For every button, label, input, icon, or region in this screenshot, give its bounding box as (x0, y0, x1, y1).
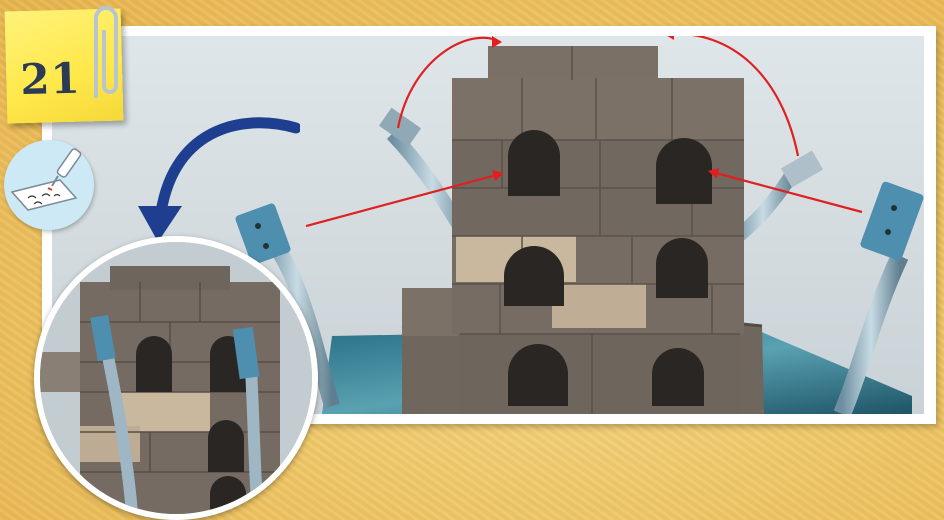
paperclip-icon (84, 0, 120, 100)
glue-bottle-icon (4, 140, 94, 230)
detail-tower (40, 242, 312, 514)
step-number: 21 (20, 54, 82, 105)
detail-zoom (34, 236, 318, 520)
glue-badge (4, 140, 94, 230)
tower (452, 46, 744, 414)
small-block (402, 288, 458, 336)
curved-arrow-icon (130, 110, 300, 250)
